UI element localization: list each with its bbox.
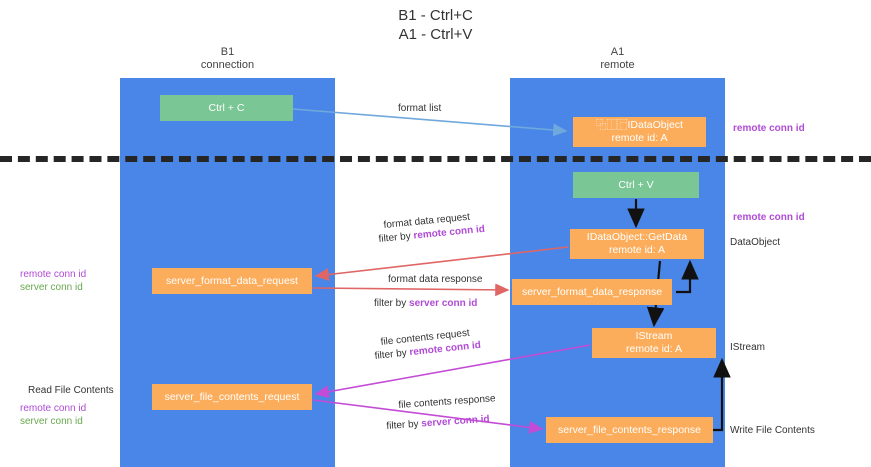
lane-header-b1-subtitle: connection (200, 59, 255, 71)
edge-label-format-data-response-filter: filter by server conn id (374, 297, 477, 311)
edge-label-format-data-response-text: format data response (388, 274, 483, 285)
lane-header-b1: B1 connection (120, 46, 335, 72)
edge-label-file-contents-response: file contents response (398, 392, 496, 413)
title-line-1: B1 - Ctrl+C (398, 7, 473, 24)
node-server-file-contents-request-label: server_file_contents_request (164, 390, 300, 403)
annotation-remote-conn-id-top-text: remote conn id (733, 123, 805, 134)
node-idataobject-getdata[interactable]: IDataObject::GetData remote id: A (570, 229, 704, 259)
edge-label-format-list-text: format list (398, 103, 442, 114)
annotation-left-remote-conn-id-1: remote conn id (20, 269, 87, 280)
node-server-file-contents-response-label: server_file_contents_response (557, 423, 701, 436)
lane-header-a1-subtitle: remote (600, 59, 635, 71)
node-server-file-contents-response[interactable]: server_file_contents_response (546, 417, 713, 443)
annotation-read-file-contents-text: Read File Contents (28, 385, 114, 396)
annotation-istream-text: IStream (730, 342, 766, 353)
node-idataobject[interactable]: ⿻⿰⿸IDataObject remote id: A (573, 117, 706, 147)
filter-prefix: filter by (374, 347, 411, 362)
node-server-file-contents-request[interactable]: server_file_contents_request (152, 384, 312, 410)
filter-prefix: filter by (386, 418, 422, 432)
node-ctrl-c[interactable]: Ctrl + C (160, 95, 293, 121)
node-ctrl-v-label: Ctrl + V (618, 178, 654, 191)
node-server-format-data-request[interactable]: server_format_data_request (152, 268, 312, 294)
lane-header-a1-name: A1 (610, 46, 625, 58)
annotation-remote-conn-id-mid-text: remote conn id (733, 212, 805, 223)
node-istream-line-2: remote id: A (625, 343, 683, 355)
annotation-left-conn-ids-2: remote conn id server conn id (20, 402, 115, 428)
annotation-read-file-contents: Read File Contents (28, 384, 114, 397)
filter-key-server-conn-id: server conn id (409, 298, 478, 309)
edge-label-file-contents-response-filter: filter by server conn id (386, 413, 490, 434)
filter-prefix: filter by (378, 230, 415, 245)
edge-label-format-list: format list (398, 102, 441, 116)
edge-label-file-contents-response-text: file contents response (398, 393, 496, 411)
node-server-format-data-response[interactable]: server_format_data_response (512, 279, 672, 305)
node-ctrl-v[interactable]: Ctrl + V (573, 172, 699, 198)
page-title: B1 - Ctrl+C A1 - Ctrl+V (0, 6, 871, 44)
annotation-dataobject-text: DataObject (730, 237, 781, 248)
node-getdata-text: IDataObject::GetData remote id: A (587, 231, 687, 257)
lane-header-b1-name: B1 (220, 46, 235, 58)
annotation-left-remote-conn-id-2: remote conn id (20, 403, 87, 414)
node-getdata-line-1: IDataObject::GetData (586, 231, 688, 243)
title-line-2: A1 - Ctrl+V (398, 26, 473, 43)
edge-label-format-data-response: format data response (388, 273, 483, 287)
annotation-left-server-conn-id-2: server conn id (20, 416, 83, 427)
filter-prefix: filter by (374, 298, 410, 309)
annotation-istream: IStream (730, 341, 765, 354)
node-getdata-line-2: remote id: A (608, 244, 665, 256)
annotation-remote-conn-id-top: remote conn id (733, 122, 805, 135)
phase-separator-dashed-line (0, 156, 871, 162)
annotation-write-file-contents-text: Write File Contents (730, 425, 815, 436)
node-server-format-data-response-label: server_format_data_response (521, 285, 663, 298)
annotation-write-file-contents: Write File Contents (730, 424, 815, 437)
node-idataobject-line-1: ⿻⿰⿸IDataObject (596, 119, 683, 131)
lane-header-a1: A1 remote (510, 46, 725, 72)
annotation-dataobject: DataObject (730, 236, 780, 249)
annotation-left-server-conn-id-1: server conn id (20, 282, 83, 293)
filter-key-server-conn-id: server conn id (421, 413, 490, 430)
node-istream-line-1: IStream (635, 330, 673, 342)
node-ctrl-c-label: Ctrl + C (208, 101, 245, 114)
annotation-remote-conn-id-mid: remote conn id (733, 211, 805, 224)
node-server-format-data-request-label: server_format_data_request (166, 274, 298, 287)
node-idataobject-text: ⿻⿰⿸IDataObject remote id: A (596, 119, 683, 145)
node-istream[interactable]: IStream remote id: A (592, 328, 716, 358)
node-idataobject-line-2: remote id: A (611, 132, 668, 144)
node-istream-text: IStream remote id: A (626, 330, 682, 356)
annotation-left-conn-ids-1: remote conn id server conn id (20, 268, 115, 294)
